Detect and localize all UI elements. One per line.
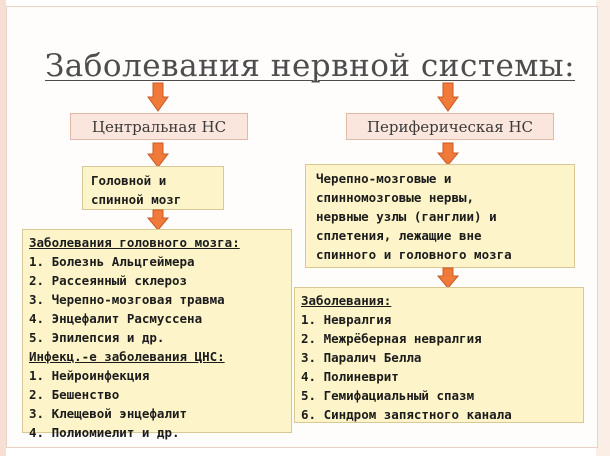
list-item: 4. Полиневрит xyxy=(301,369,399,384)
peripheral-organs-line: спинномозговые нервы, xyxy=(316,190,475,205)
brain-diseases-heading: Заболевания головного мозга: xyxy=(29,235,240,250)
peripheral-organs-box: Черепно-мозговые и спинномозговые нервы,… xyxy=(305,164,575,268)
list-item: 5. Гемифациальный спазм xyxy=(301,388,475,403)
peripheral-organs-line: Черепно-мозговые и xyxy=(316,171,452,186)
list-item: 4. Полиомиелит и др. xyxy=(29,425,180,440)
brain-diseases-list: 1. Болезнь Альцгеймера 2. Рассеянный скл… xyxy=(29,252,285,347)
cns-diseases-box: Заболевания головного мозга: 1. Болезнь … xyxy=(22,229,292,440)
peripheral-organs-line: спинного и головного мозга xyxy=(316,247,512,262)
peripheral-organs-line: нервные узлы (ганглии) и xyxy=(316,209,497,224)
list-item: 5. Эпилепсия и др. xyxy=(29,330,165,345)
arrow-down-icon xyxy=(437,267,459,289)
arrow-down-icon xyxy=(437,142,459,166)
central-ns-box: Центральная НС xyxy=(70,113,248,140)
list-item: 6. Синдром запястного канала xyxy=(301,407,512,422)
list-item: 1. Нейроинфекция xyxy=(29,368,150,383)
list-item: 3. Черепно-мозговая травма xyxy=(29,292,225,307)
list-item: 2. Рассеянный склероз xyxy=(29,273,188,288)
list-item: 2. Межрёберная невралгия xyxy=(301,331,482,346)
central-organs-line: Головной и xyxy=(91,173,167,188)
infect-diseases-heading: Инфекц.-е заболевания ЦНС: xyxy=(29,349,225,364)
peripheral-organs-line: сплетения, лежащие вне xyxy=(316,228,482,243)
list-item: 3. Паралич Белла xyxy=(301,350,422,365)
arrow-down-icon xyxy=(147,142,169,168)
list-item: 1. Болезнь Альцгеймера xyxy=(29,254,195,269)
central-organs-line: спинной мозг xyxy=(91,192,182,207)
pns-diseases-heading: Заболевания: xyxy=(301,293,392,308)
list-item: 1. Невралгия xyxy=(301,312,392,327)
right-decor-stripe xyxy=(596,0,610,456)
arrow-down-icon xyxy=(437,82,459,112)
infect-diseases-list: 1. Нейроинфекция 2. Бешенство 3. Клещево… xyxy=(29,366,285,442)
pns-diseases-box: Заболевания: 1. Невралгия 2. Межрёберная… xyxy=(294,287,584,423)
arrow-down-icon xyxy=(147,82,169,112)
peripheral-ns-box: Периферическая НС xyxy=(346,113,554,140)
list-item: 2. Бешенство xyxy=(29,387,120,402)
page-title: Заболевания нервной системы: xyxy=(44,48,576,84)
arrow-down-icon xyxy=(147,209,169,231)
list-item: 3. Клещевой энцефалит xyxy=(29,406,188,421)
left-decor-stripe xyxy=(0,0,6,456)
pns-diseases-list: 1. Невралгия 2. Межрёберная невралгия 3.… xyxy=(301,310,577,424)
list-item: 4. Энцефалит Расмуссена xyxy=(29,311,203,326)
central-organs-box: Головной и спинной мозг xyxy=(82,166,224,210)
